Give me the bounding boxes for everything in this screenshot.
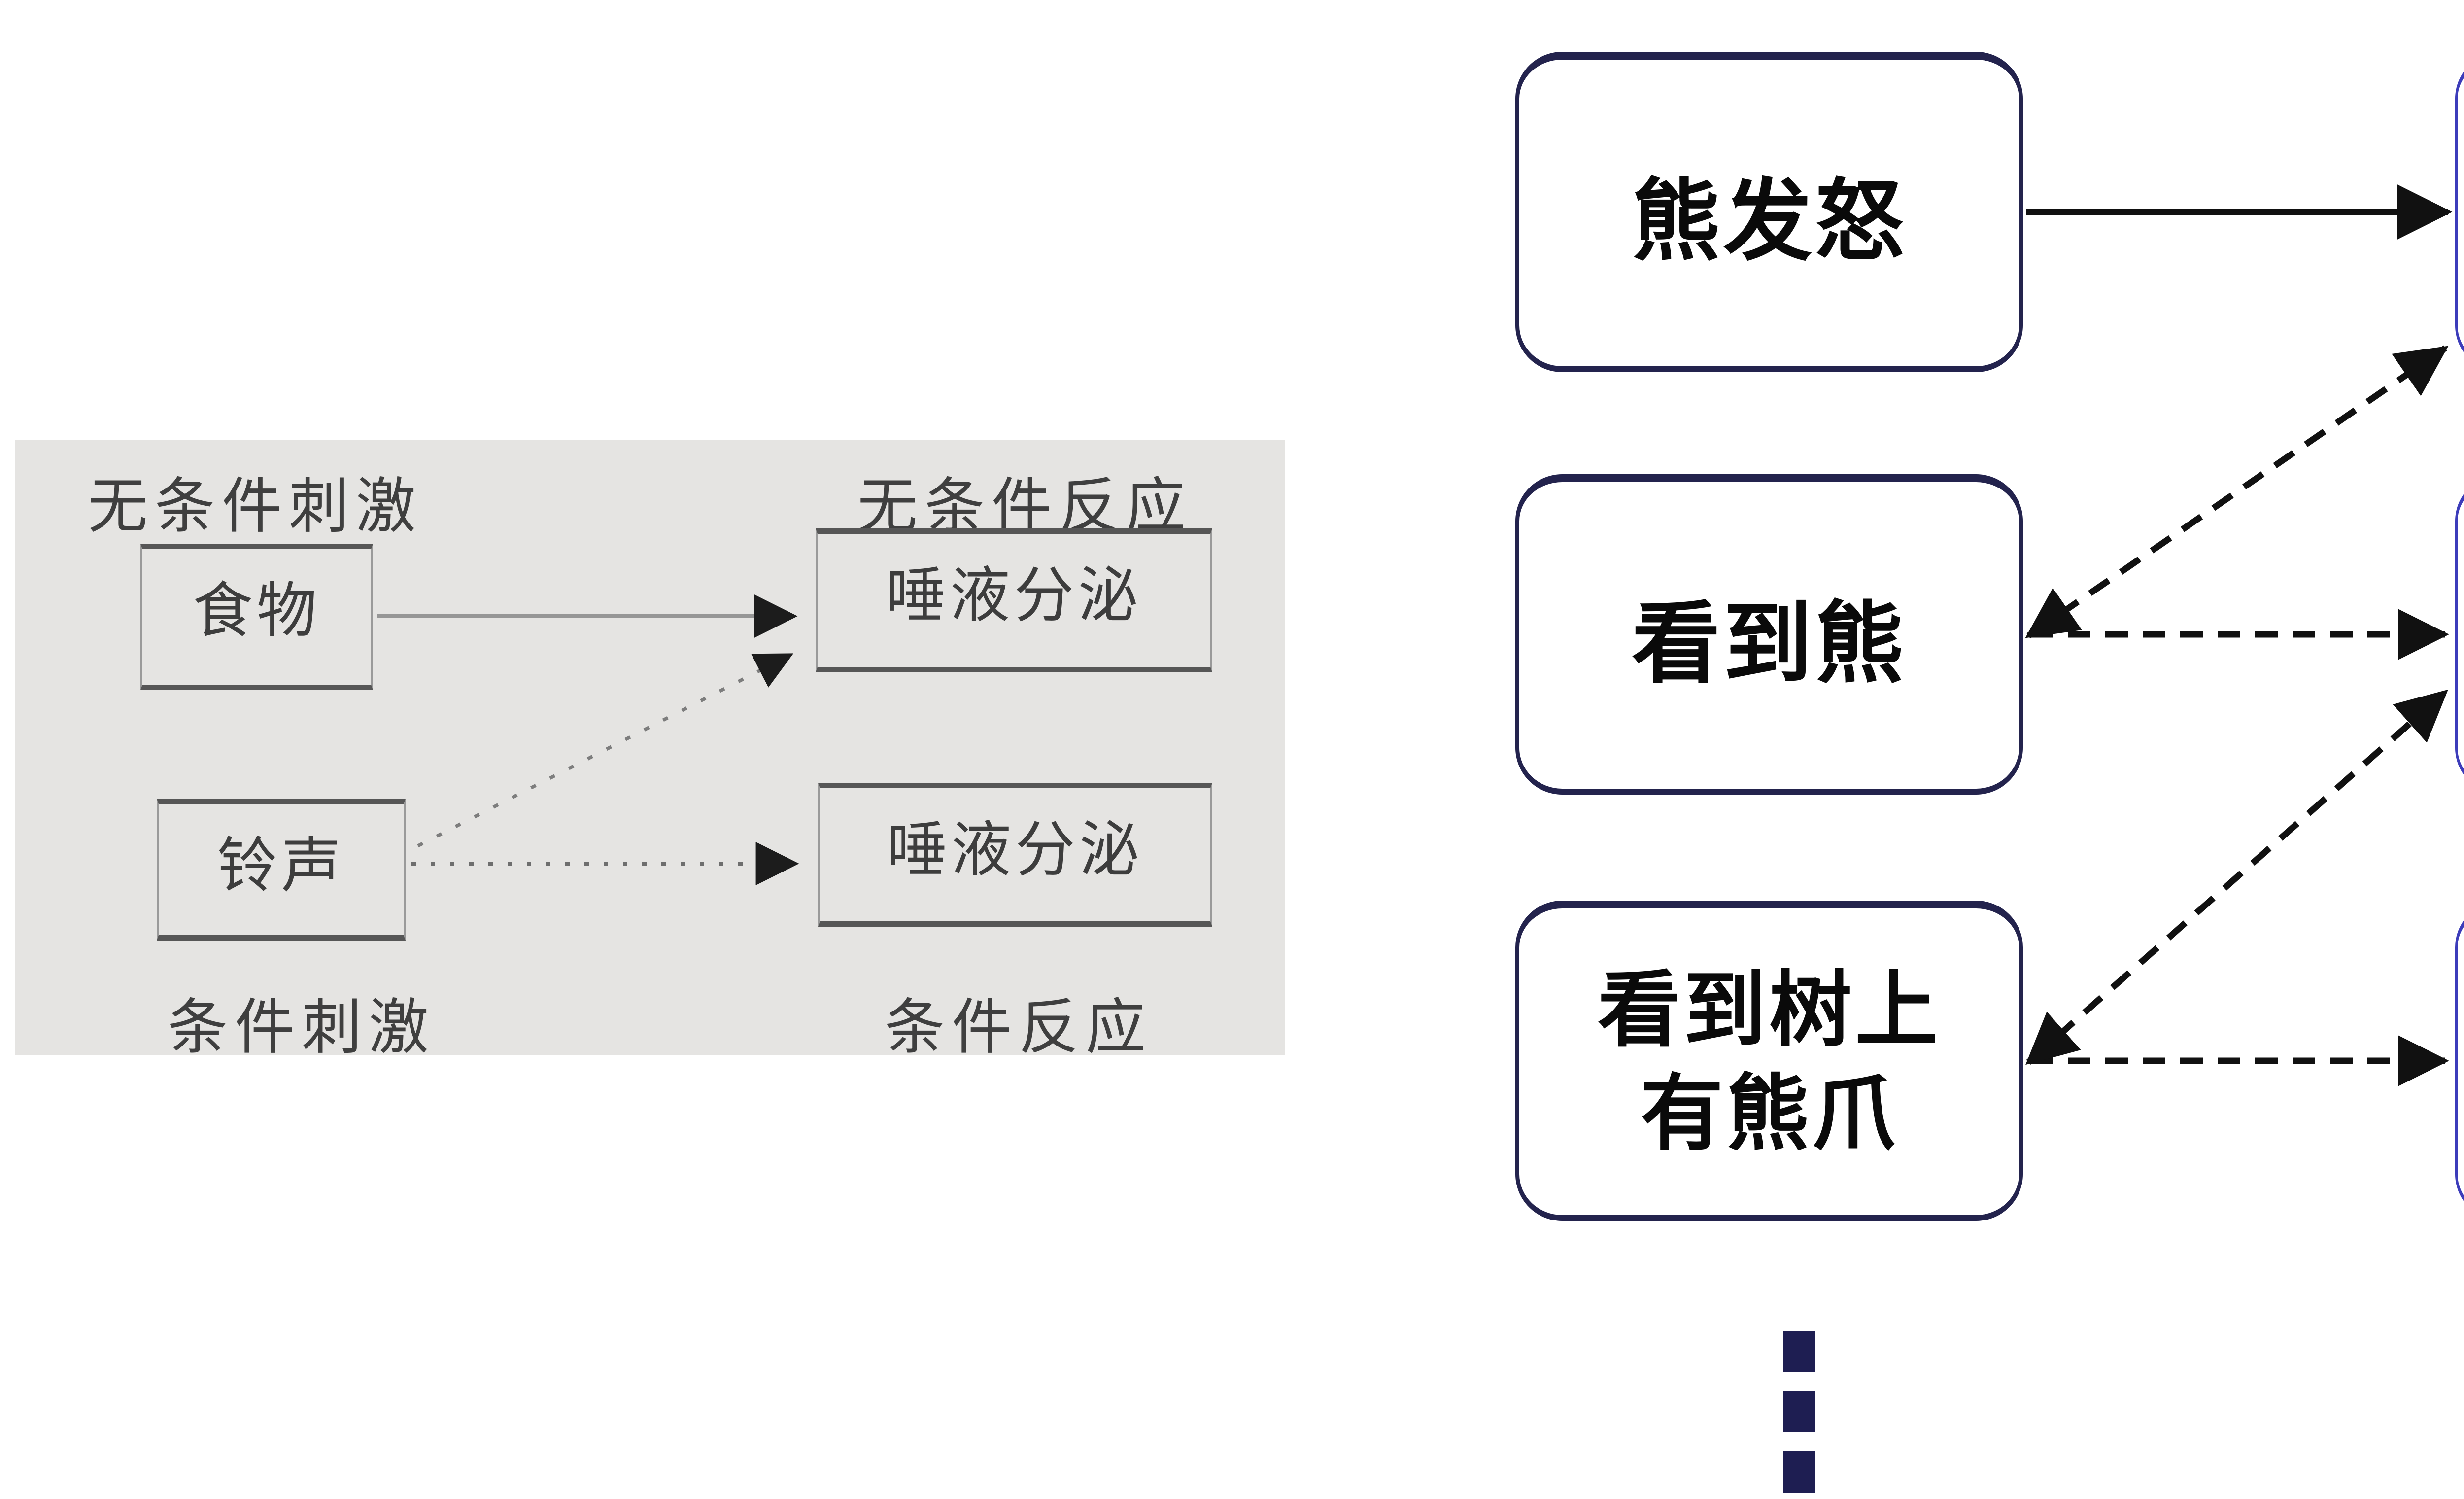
box-value-next-state: V(s′) — [2455, 474, 2464, 795]
box-food: 食物 — [140, 544, 373, 690]
label-unconditioned-stimulus: 无条件刺激 — [88, 473, 423, 540]
label-conditioned-stimulus: 条件刺激 — [168, 994, 436, 1061]
box-see-bear-claw-on-tree: 看到树上 有熊爪 — [1515, 901, 2023, 1221]
ellipsis-dot — [1783, 1331, 1815, 1372]
box-bell: 铃声 — [157, 799, 406, 941]
arrow-see-claw-value-next-dashed — [2025, 689, 2448, 1065]
box-bear-gets-angry: 熊发怒 — [1515, 52, 2023, 372]
box-salivation-bottom: 唾液分泌 — [818, 783, 1212, 927]
arrow-see-bear-reward-dashed — [2025, 345, 2449, 639]
ellipsis-dot — [1783, 1451, 1815, 1493]
label-conditioned-response: 条件反应 — [885, 994, 1153, 1061]
box-value-state: V(s) — [2455, 901, 2464, 1221]
box-see-bear: 看到熊 — [1515, 474, 2023, 795]
box-reward: 奖励 — [2455, 52, 2464, 372]
ellipsis-dot — [1783, 1391, 1815, 1432]
arrow-bell-to-unconditioned-salivation-dashed — [417, 653, 794, 848]
classical-conditioning-panel — [15, 440, 1285, 1055]
box-salivation-top: 唾液分泌 — [816, 528, 1212, 672]
